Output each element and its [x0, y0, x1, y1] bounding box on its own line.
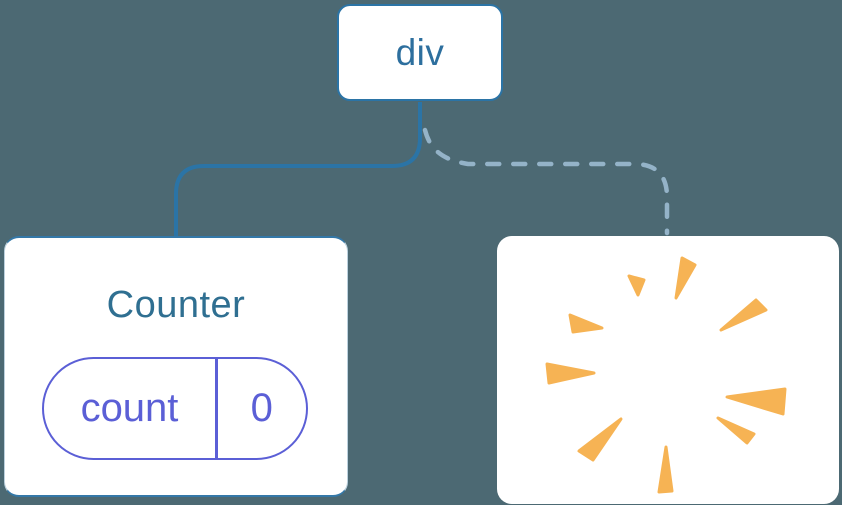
- sparkle-burst-icon: [545, 256, 787, 494]
- counter-component-card: Counter count 0: [4, 236, 348, 497]
- pill-divider: [215, 359, 218, 458]
- state-value: 0: [250, 386, 273, 430]
- destroyed-component-card: [497, 236, 839, 504]
- dashed-connector-line: [422, 127, 670, 236]
- state-name: count: [80, 386, 179, 430]
- root-node-card: div: [337, 4, 503, 101]
- state-pill: count 0: [42, 357, 308, 460]
- solid-connector-line: [174, 102, 422, 237]
- root-node-label: div: [395, 31, 445, 73]
- counter-title: Counter: [106, 284, 246, 326]
